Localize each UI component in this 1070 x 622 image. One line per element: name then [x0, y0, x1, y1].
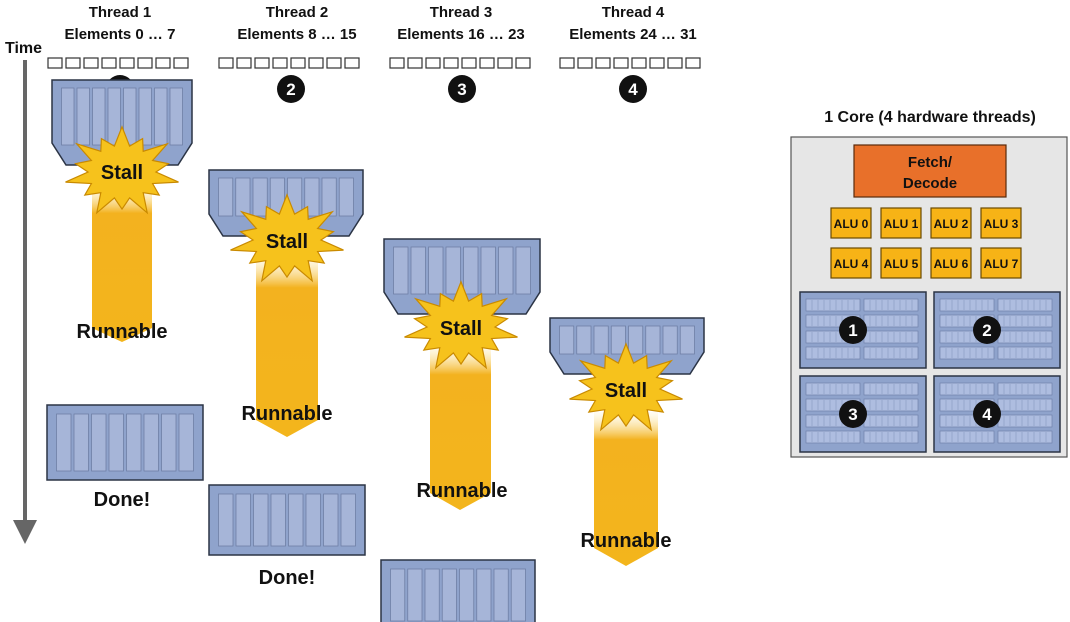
element-slots — [559, 57, 701, 69]
svg-text:2: 2 — [286, 80, 295, 99]
done-label-2: Done! — [259, 567, 316, 589]
svg-text:4: 4 — [628, 80, 638, 99]
thread-header-3: Thread 3 Elements 16 … 23 — [389, 4, 531, 69]
svg-text:Stall: Stall — [605, 380, 647, 402]
alu-2: ALU 2 — [930, 207, 972, 239]
svg-text:ALU 1: ALU 1 — [884, 217, 919, 231]
thread-number-badge-4: 4 — [619, 75, 647, 103]
execution-context-2: 2 — [933, 291, 1061, 369]
thread-elements: Elements 0 … 7 — [65, 26, 176, 43]
svg-text:ALU 2: ALU 2 — [934, 217, 969, 231]
svg-text:1: 1 — [848, 321, 857, 340]
execution-context-1: 1 — [799, 291, 927, 369]
fetch-decode-unit: Fetch/ Decode — [853, 144, 1007, 198]
runnable-label-4: Runnable — [580, 530, 671, 552]
svg-text:4: 4 — [982, 405, 992, 424]
element-slots — [218, 57, 360, 69]
alu-grid: ALU 0 ALU 1 ALU 2 ALU 3 ALU 4 ALU 5 ALU 6 ALU 7 — [830, 207, 1022, 279]
thread-elements: Elements 8 … 15 — [237, 26, 356, 43]
runnable-arrow-2 — [256, 255, 318, 437]
svg-text:ALU 5: ALU 5 — [884, 257, 919, 271]
runnable-label-3: Runnable — [416, 480, 507, 502]
svg-text:3: 3 — [848, 405, 857, 424]
time-axis-arrowhead — [13, 520, 37, 544]
alu-0: ALU 0 — [830, 207, 872, 239]
alu-7: ALU 7 — [980, 247, 1022, 279]
element-slots — [389, 57, 531, 69]
runnable-arrow-4 — [594, 412, 658, 566]
execution-context-3: 3 — [799, 375, 927, 453]
svg-text:2: 2 — [982, 321, 991, 340]
svg-text:ALU 7: ALU 7 — [984, 257, 1019, 271]
thread-number-badge-3: 3 — [448, 75, 476, 103]
thread-title: Thread 3 — [430, 4, 493, 21]
runnable-arrow-3 — [430, 345, 491, 510]
thread-header-1: Thread 1 Elements 0 … 7 — [47, 4, 189, 69]
thread-elements: Elements 16 … 23 — [397, 26, 525, 43]
svg-text:Stall: Stall — [266, 231, 308, 253]
core-title: 1 Core (4 hardware threads) — [824, 109, 1036, 126]
svg-text:Stall: Stall — [101, 162, 143, 184]
alu-4: ALU 4 — [830, 247, 872, 279]
done-block-2 — [208, 484, 366, 556]
stall-burst-3: Stall — [404, 280, 518, 370]
svg-text:Fetch/: Fetch/ — [908, 154, 953, 171]
stall-burst-2: Stall — [230, 193, 344, 283]
thread-number-badge-2: 2 — [277, 75, 305, 103]
element-slots — [47, 57, 189, 69]
thread-title: Thread 4 — [602, 4, 665, 21]
svg-text:ALU 6: ALU 6 — [934, 257, 969, 271]
thread-title: Thread 1 — [89, 4, 152, 21]
svg-text:ALU 0: ALU 0 — [834, 217, 869, 231]
stall-burst-1: Stall — [65, 125, 179, 215]
time-label: Time — [5, 40, 42, 57]
alu-6: ALU 6 — [930, 247, 972, 279]
alu-1: ALU 1 — [880, 207, 922, 239]
done-block-1 — [46, 404, 204, 481]
thread-header-4: Thread 4 Elements 24 … 31 — [559, 4, 701, 69]
thread-title: Thread 2 — [266, 4, 329, 21]
runnable-label-1: Runnable — [76, 321, 167, 343]
alu-3: ALU 3 — [980, 207, 1022, 239]
svg-text:3: 3 — [457, 80, 466, 99]
execution-context-grid: 1 2 3 4 — [799, 291, 1061, 453]
execution-context-4: 4 — [933, 375, 1061, 453]
alu-5: ALU 5 — [880, 247, 922, 279]
runnable-arrow-1 — [92, 185, 152, 342]
runnable-label-2: Runnable — [241, 403, 332, 425]
svg-text:ALU 3: ALU 3 — [984, 217, 1019, 231]
thread-elements: Elements 24 … 31 — [569, 26, 697, 43]
resumed-block-3 — [380, 559, 536, 622]
thread-header-2: Thread 2 Elements 8 … 15 — [218, 4, 360, 69]
done-label-1: Done! — [94, 489, 151, 511]
svg-text:Stall: Stall — [440, 318, 482, 340]
stall-burst-4: Stall — [569, 342, 683, 432]
execution-block-3 — [383, 238, 541, 315]
execution-block-1 — [51, 79, 193, 166]
svg-text:ALU 4: ALU 4 — [834, 257, 869, 271]
svg-text:Decode: Decode — [903, 175, 957, 192]
